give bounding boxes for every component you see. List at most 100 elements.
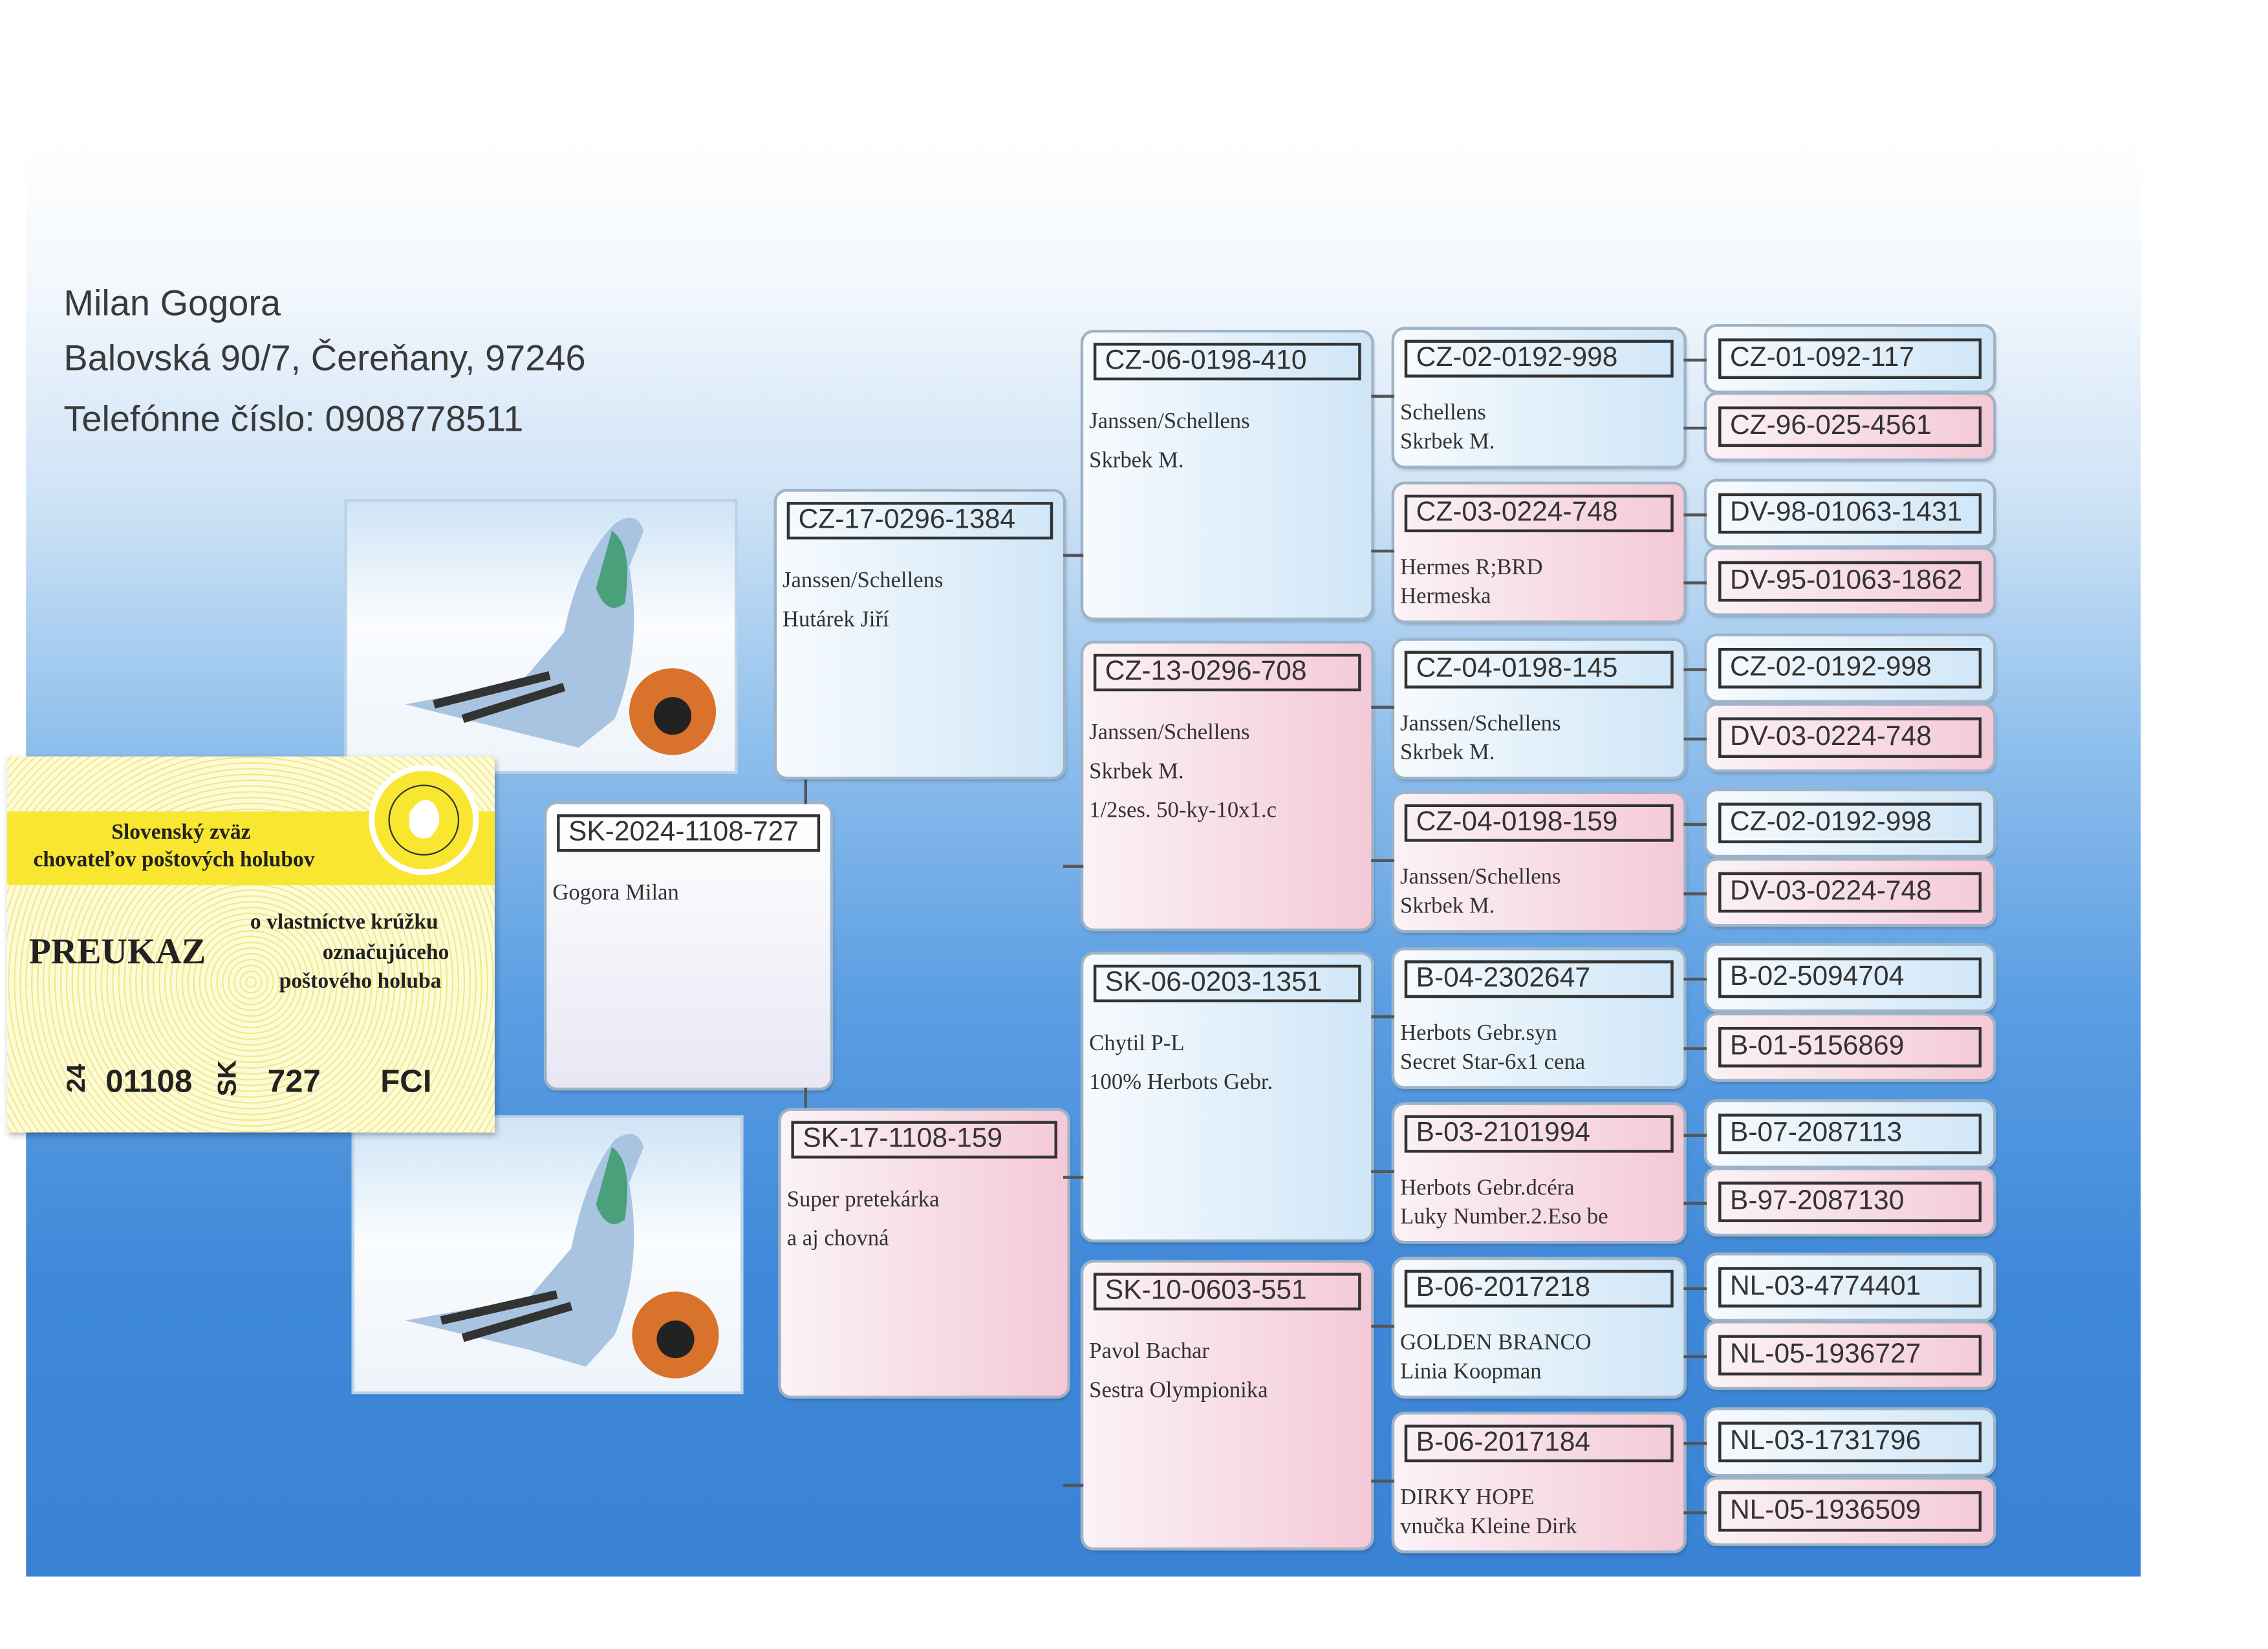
card-org-line1: Slovenský zväz bbox=[111, 821, 251, 845]
pedigree-note: Skrbek M. bbox=[1400, 740, 1495, 766]
great-grandparent-card g3[interactable]: CZ-04-0198-159Janssen/SchellensSkrbek M. bbox=[1394, 793, 1684, 931]
great-grandparent-card g3[interactable]: CZ-03-0224-748Hermes R;BRDHermeska bbox=[1394, 484, 1684, 621]
connector-line bbox=[1371, 1015, 1395, 1018]
ring-number: CZ-96-025-4561 bbox=[1718, 406, 1982, 447]
ownership-card: Slovenský zväz chovateľov poštových holu… bbox=[7, 756, 495, 1133]
ring-number: CZ-01-092-117 bbox=[1718, 338, 1982, 379]
connector-line bbox=[1683, 358, 1707, 361]
great-great-grandparent-card[interactable]: B-01-5156869 bbox=[1707, 1015, 1994, 1079]
ring-number: SK-10-0603-551 bbox=[1093, 1273, 1361, 1311]
great-great-grandparent-card[interactable]: B-97-2087130 bbox=[1707, 1170, 1994, 1234]
great-grandparent-card g3[interactable]: CZ-04-0198-145Janssen/SchellensSkrbek M. bbox=[1394, 640, 1684, 777]
pedigree-note: Chytil P-L bbox=[1089, 1031, 1185, 1056]
ring-number: CZ-03-0224-748 bbox=[1404, 494, 1674, 533]
ring-number: B-06-2017184 bbox=[1404, 1425, 1674, 1463]
great-great-grandparent-card[interactable]: CZ-02-0192-998 bbox=[1707, 791, 1994, 855]
connector-line bbox=[1683, 1355, 1707, 1358]
pedigree-note: Skrbek M. bbox=[1089, 759, 1184, 784]
pedigree-note: GOLDEN BRANCO bbox=[1400, 1330, 1592, 1355]
great-great-grandparent-card[interactable]: CZ-96-025-4561 bbox=[1707, 394, 1994, 459]
connector-line bbox=[1371, 706, 1395, 708]
pedigree-note: Secret Star-6x1 cena bbox=[1400, 1050, 1586, 1075]
pedigree-note: Herbots Gebr.dcéra bbox=[1400, 1176, 1575, 1201]
card-sub1: o vlastníctve krúžku bbox=[250, 911, 438, 934]
pedigree-note: Janssen/Schellens bbox=[783, 568, 944, 594]
great-great-grandparent-card[interactable]: DV-03-0224-748 bbox=[1707, 706, 1994, 770]
great-grandparent-card g3[interactable]: B-06-2017218GOLDEN BRANCOLinia Koopman bbox=[1394, 1260, 1684, 1396]
ring-number: NL-03-4774401 bbox=[1718, 1267, 1982, 1308]
card-country: SK bbox=[212, 1060, 242, 1097]
ring-number: DV-95-01063-1862 bbox=[1718, 561, 1982, 602]
connector-line bbox=[804, 778, 806, 804]
great-great-grandparent-card[interactable]: NL-03-4774401 bbox=[1707, 1255, 1994, 1319]
pedigree-note: Luky Number.2.Eso be bbox=[1400, 1205, 1608, 1230]
ring-number: B-03-2101994 bbox=[1404, 1115, 1674, 1153]
connector-line bbox=[1683, 823, 1707, 825]
union-logo bbox=[369, 765, 479, 876]
great-great-grandparent-card[interactable]: B-07-2087113 bbox=[1707, 1102, 1994, 1166]
ring-number: B-02-5094704 bbox=[1718, 957, 1982, 998]
connector-line bbox=[1063, 865, 1084, 867]
connector-line bbox=[1683, 668, 1707, 671]
connector-line bbox=[1063, 554, 1084, 556]
connector-line bbox=[1683, 892, 1707, 895]
dam-photo bbox=[354, 1117, 741, 1392]
connector-line bbox=[1063, 1483, 1084, 1487]
pedigree-note: Skrbek M. bbox=[1400, 429, 1495, 455]
card-year: 24 bbox=[61, 1063, 91, 1093]
ring-number: CZ-04-0198-159 bbox=[1404, 804, 1674, 842]
ring-number: B-07-2087113 bbox=[1718, 1114, 1982, 1154]
connector-line bbox=[1683, 977, 1707, 980]
great-great-grandparent-card[interactable]: DV-95-01063-1862 bbox=[1707, 549, 1994, 614]
ring-number: CZ-06-0198-410 bbox=[1093, 343, 1361, 381]
card-number: 01108 bbox=[105, 1062, 193, 1099]
pedigree-note: 100% Herbots Gebr. bbox=[1089, 1070, 1273, 1095]
connector-line bbox=[1683, 1441, 1707, 1445]
pedigree-note: Schellens bbox=[1400, 400, 1486, 426]
owner-address: Balovská 90/7, Čereňany, 97246 bbox=[63, 338, 586, 379]
ring-number: SK-2024-1108-727 bbox=[557, 814, 821, 852]
connector-line bbox=[1683, 1202, 1707, 1204]
connector-line bbox=[1683, 1047, 1707, 1050]
card-serial: 727 bbox=[267, 1062, 321, 1099]
ring-number: B-04-2302647 bbox=[1404, 960, 1674, 998]
connector-line bbox=[1683, 1511, 1707, 1514]
ring-number: B-97-2087130 bbox=[1718, 1181, 1982, 1222]
great-great-grandparent-card[interactable]: NL-05-1936727 bbox=[1707, 1323, 1994, 1387]
great-great-grandparent-card[interactable]: NL-03-1731796 bbox=[1707, 1410, 1994, 1474]
great-great-grandparent-card[interactable]: NL-05-1936509 bbox=[1707, 1480, 1994, 1544]
ring-number: B-01-5156869 bbox=[1718, 1026, 1982, 1068]
connector-line bbox=[1683, 1287, 1707, 1289]
great-great-grandparent-card[interactable]: CZ-02-0192-998 bbox=[1707, 636, 1994, 700]
ring-number: CZ-04-0198-145 bbox=[1404, 651, 1674, 689]
connector-line bbox=[1683, 513, 1707, 516]
pedigree-note: a aj chovná bbox=[786, 1226, 889, 1251]
pigeon-image bbox=[405, 1134, 719, 1379]
great-great-grandparent-card[interactable]: CZ-01-092-117 bbox=[1707, 327, 1994, 391]
pedigree-note: Janssen/Schellens bbox=[1400, 865, 1561, 890]
pedigree-note: Super pretekárka bbox=[786, 1187, 940, 1212]
great-grandparent-card g3[interactable]: B-04-2302647Herbots Gebr.synSecret Star-… bbox=[1394, 950, 1684, 1086]
great-great-grandparent-card[interactable]: DV-03-0224-748 bbox=[1707, 860, 1994, 925]
ring-number: CZ-02-0192-998 bbox=[1718, 647, 1982, 689]
pedigree-note: Hermes R;BRD bbox=[1400, 555, 1543, 580]
pedigree-note: Pavol Bachar bbox=[1089, 1339, 1209, 1364]
ring-number: DV-03-0224-748 bbox=[1718, 717, 1982, 758]
card-sub2: označujúceho bbox=[322, 942, 449, 965]
great-grandparent-card g3[interactable]: CZ-02-0192-998SchellensSkrbek M. bbox=[1394, 329, 1684, 466]
pedigree-note: vnučka Kleine Dirk bbox=[1400, 1514, 1577, 1539]
great-grandparent-card g3[interactable]: B-06-2017184DIRKY HOPEvnučka Kleine Dirk bbox=[1394, 1414, 1684, 1551]
great-great-grandparent-card[interactable]: B-02-5094704 bbox=[1707, 945, 1994, 1010]
great-great-grandparent-card[interactable]: DV-98-01063-1431 bbox=[1707, 481, 1994, 546]
great-grandparent-card g3[interactable]: B-03-2101994Herbots Gebr.dcéraLuky Numbe… bbox=[1394, 1105, 1684, 1242]
ring-number: NL-03-1731796 bbox=[1718, 1421, 1982, 1463]
connector-line bbox=[1063, 1176, 1084, 1178]
